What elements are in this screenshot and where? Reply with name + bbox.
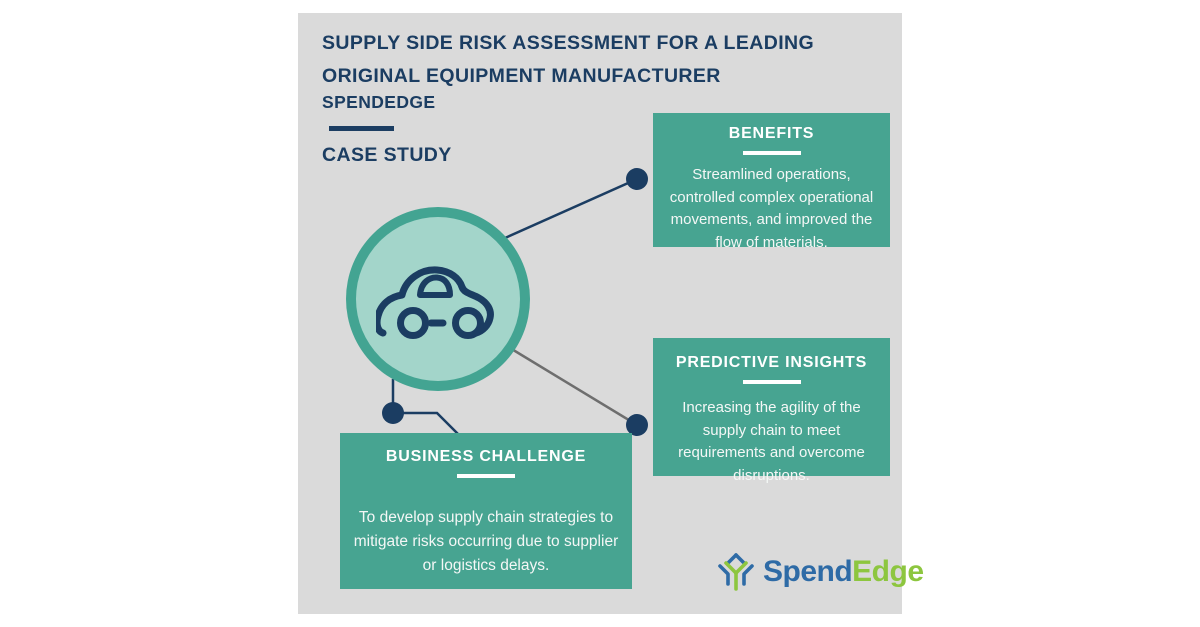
- page-title: SUPPLY SIDE RISK ASSESSMENT FOR A LEADIN…: [322, 32, 815, 87]
- card-business-challenge: BUSINESS CHALLENGE To develop supply cha…: [340, 433, 632, 589]
- card-predictive-title: PREDICTIVE INSIGHTS: [675, 354, 868, 371]
- card-business-title: BUSINESS CHALLENGE: [385, 448, 587, 465]
- card-predictive-insights: PREDICTIVE INSIGHTS Increasing the agili…: [653, 338, 890, 484]
- case-study-label: CASE STUDY: [322, 144, 452, 166]
- card-business-divider: [457, 474, 515, 478]
- card-benefits: BENEFITS Streamlined operations, control…: [653, 113, 890, 251]
- spendedge-logo-text: SpendEdge: [763, 550, 924, 594]
- brand-underline: [329, 126, 394, 131]
- logo-text-spend: Spend: [763, 555, 853, 588]
- spendedge-logo: SpendEdge: [716, 550, 924, 594]
- card-benefits-divider: [742, 151, 801, 155]
- spendedge-tri-branch-icon: [718, 553, 754, 591]
- center-badge-inner: [356, 217, 520, 381]
- brand-label: SPENDEDGE: [322, 92, 436, 112]
- card-predictive-divider: [742, 380, 801, 384]
- center-badge: [346, 207, 530, 391]
- card-business-body: To develop supply chain strategies to mi…: [353, 509, 619, 574]
- car-icon: [376, 266, 494, 339]
- card-predictive-body: Increasing the agility of the supply cha…: [678, 399, 865, 484]
- logo-text-edge: Edge: [852, 555, 924, 588]
- card-benefits-body: Streamlined operations, controlled compl…: [669, 166, 874, 251]
- card-benefits-title: BENEFITS: [728, 125, 815, 142]
